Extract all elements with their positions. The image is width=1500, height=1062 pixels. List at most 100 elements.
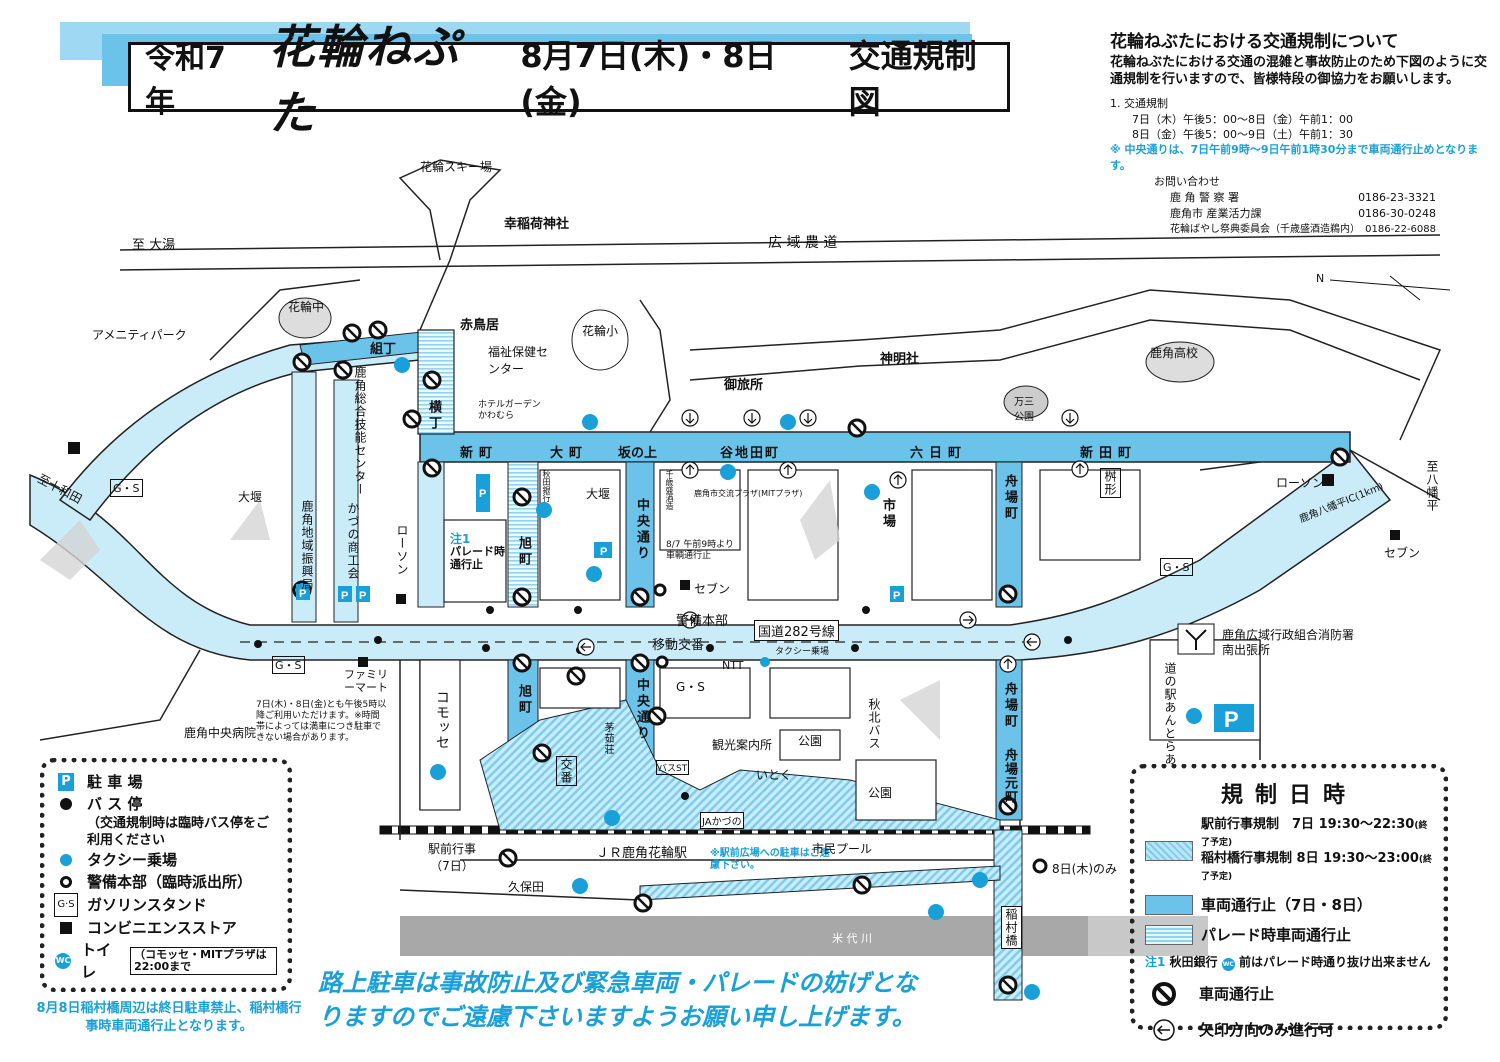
label-shinko: 鹿角地域振興局 [300, 500, 314, 591]
legend-gs-label: ガソリンスタンド [87, 896, 207, 914]
label-funaba-moto: 舟場元町 [1002, 748, 1017, 804]
label-ski: 花輪スキー場 [420, 160, 493, 174]
label-asahi-lower: 旭町 [516, 684, 531, 716]
svg-text:P: P [359, 590, 366, 602]
label-central-closed: 8/7 午前9時より車輌通行止 [666, 540, 734, 561]
label-otabisho: 御旅所 [724, 378, 764, 393]
label-kazuno-shokai: かづの商工会 [346, 502, 360, 580]
toilet-icon: WC [1221, 958, 1235, 971]
fire-station-icon [1185, 629, 1207, 650]
label-funaba: 舟場町 [1002, 474, 1017, 522]
label-mobile-koban: 移動交番 [652, 638, 705, 653]
swatch-horizontal [1145, 925, 1193, 945]
label-kanko: 観光案内所 [712, 738, 773, 752]
notice-schedule: 7日（木）午後5：00～8日（金）午前1：00 8日（金）午後5：00～9日（土… [1110, 112, 1490, 142]
contact-row: 花輪ばやし祭典委員会（千歳盛酒造鵜内）0186-22-6088 [1110, 222, 1490, 238]
riverside-road [639, 865, 1001, 901]
label-station: ＪＲ鹿角花輪駅 [596, 846, 688, 861]
label-gs-topleft: G・S [110, 479, 143, 497]
contact-phone: 0186-23-3321 [1358, 191, 1436, 204]
label-sakanoue: 坂の上 [618, 446, 658, 461]
label-akita-bank: 秋田銀行 [542, 470, 551, 502]
legend-note-body-b: 前はパレード時通り抜け出来ません [1238, 955, 1431, 969]
footer-left-note: 8月8日稲村橋周辺は終日駐車禁止、稲村橋行事時車両通行止となります。 [36, 1001, 302, 1034]
contact-phone: 0186-30-0248 [1358, 207, 1436, 220]
asahi-parade-upper [507, 461, 539, 608]
notice-heading: 花輪ねぶたにおける交通規制について [1110, 32, 1399, 52]
legend-r5: 矢印方向のみ進行可 [1199, 1021, 1335, 1039]
notice-body: 花輪ねぶたにおける交通の混雑と事故防止のため下図のように交通規制を行いますので、… [1110, 55, 1488, 87]
notice-panel: 花輪ねぶたにおける交通規制について 花輪ねぶたにおける交通の混雑と事故防止のため… [1110, 34, 1490, 238]
label-kazuno-hospital: 鹿角中央病院 [184, 726, 257, 740]
label-bus-st: バスST [656, 760, 690, 775]
hq-ring [653, 583, 667, 597]
label-hq: 警備本部 [676, 614, 729, 629]
bus-stop-icon [60, 798, 72, 810]
parking-icon: P [58, 773, 74, 791]
legend-taxi-label: タクシー乗場 [87, 851, 178, 869]
label-kazuno-hs: 鹿角高校 [1150, 346, 1199, 360]
svg-text:P: P [1224, 707, 1239, 732]
label-ichiba: 市場 [880, 498, 895, 530]
legend-toilet-label: トイレ [81, 941, 112, 981]
label-north: N [1316, 272, 1325, 285]
label-sanpo-park: 万三公園 [1014, 397, 1034, 423]
label-kubota: 久保田 [508, 880, 545, 894]
label-seven: セブン [1384, 546, 1421, 560]
label-to-hachimantai: 至八幡平 [1425, 460, 1439, 512]
legend-no-entry: 車両通行止 [1145, 981, 1433, 1007]
title-year: 令和7年 [145, 41, 226, 120]
legend-one-way: 矢印方向のみ進行可 [1145, 1017, 1433, 1043]
label-itoku: いとく [756, 768, 792, 782]
legend-hq: 警備本部（臨時派出所） [55, 871, 277, 893]
legend-r1b: 稲村橋行事規制 8日 19:30～23:00 [1201, 851, 1419, 866]
label-funaba-upper: 舟場町 [1002, 682, 1017, 730]
svg-text:P: P [600, 546, 607, 558]
label-muika: 六日町 [910, 446, 968, 461]
legend-conv: コンビニエンスストア [55, 917, 277, 939]
label-farm-road: 広 域 農 道 [768, 235, 838, 251]
svg-text:P: P [893, 590, 900, 602]
contact-name: 鹿角市 産業活力課 [1170, 207, 1262, 220]
legend-parking-label: 駐 車 場 [87, 773, 143, 791]
convenience-stores [68, 442, 1400, 667]
gas-station-icon: G·S [54, 893, 78, 917]
taxi-icon [60, 854, 72, 866]
hanawa-es-circle [571, 309, 629, 371]
toilet-markers [394, 357, 1202, 1000]
label-gs-center: G・S [676, 680, 705, 694]
label-shinmachi: 新町 [460, 446, 499, 461]
label-oseki2: 大堰 [586, 487, 611, 501]
title-name: 花輪ねぷた [268, 20, 461, 140]
swatch-diagonal [1145, 841, 1193, 861]
label-ntt: NTT [722, 659, 744, 672]
label-lawson: ローソン [1276, 476, 1325, 490]
label-chuo: 中央通り [634, 498, 649, 562]
label-welfare: 福祉保健センター [488, 345, 549, 376]
svg-text:P: P [299, 588, 306, 600]
label-shinmeisha: 神明社 [880, 352, 920, 367]
parking-markers [296, 474, 1254, 732]
hanawa-jhs-circle [278, 297, 332, 339]
north-arrow-cross [1389, 275, 1421, 301]
label-to-oyu: 至 大湯 [132, 238, 176, 253]
label-kumicho: 組丁 [370, 342, 397, 357]
label-yokocho: 横丁 [426, 400, 441, 432]
label-parking-note: 7日(木)・8日(金)とも午後5時以降ご利用いただけます。※時間帯によっては満車… [256, 700, 387, 743]
label-asahi: 旭町 [516, 536, 531, 568]
title-dates: 8月7日(木)・8日(金) [520, 37, 777, 121]
legend-right-title: 規制日時 [1220, 783, 1357, 808]
label-inamura: 稲村橋 [1001, 906, 1022, 949]
label-note1: 注1 [450, 532, 471, 546]
svg-text:P: P [479, 488, 486, 500]
label-hotel-garden: ホテルガーデンかわむら [478, 400, 541, 421]
toilet-icon: WC [55, 953, 72, 969]
contact-row: 鹿角市 産業活力課 0186-30-0248 [1110, 206, 1490, 222]
legend-bus-note: （交通規制時は臨時バス停をご利用ください [87, 816, 270, 848]
label-yachita: 谷地田町 [720, 446, 781, 461]
label-pool: 市民プール [812, 842, 873, 856]
